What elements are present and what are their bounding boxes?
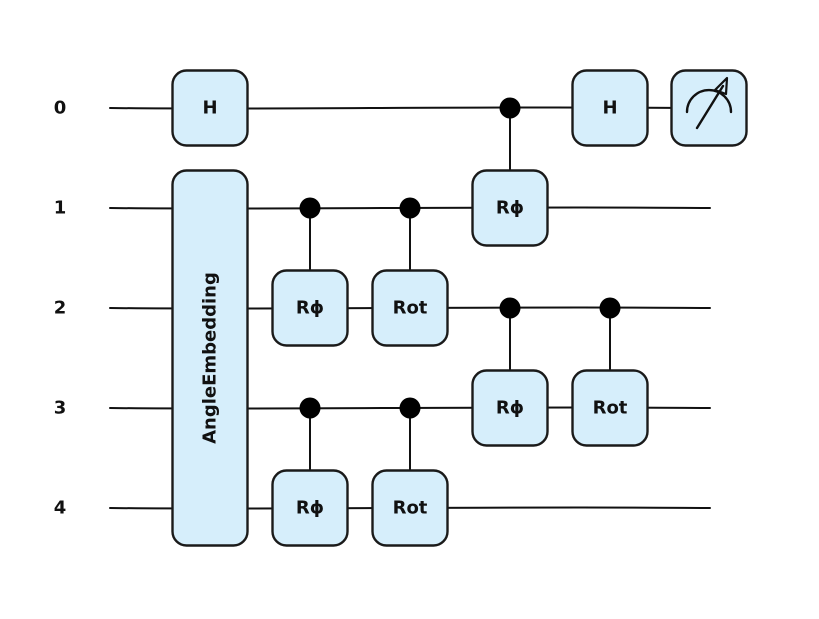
gate-label-2: Rϕ bbox=[296, 498, 324, 519]
gate-label-7: H bbox=[602, 98, 617, 119]
wire-label-3: 3 bbox=[54, 398, 67, 419]
measurement-meter-icon bbox=[670, 69, 748, 147]
meter-needle bbox=[695, 84, 725, 130]
gate-label-0: H bbox=[202, 98, 217, 119]
control-dot-6 bbox=[599, 297, 621, 319]
control-dot-2 bbox=[399, 197, 421, 219]
gate-4: Rot bbox=[371, 469, 449, 547]
angle-embedding-label: AngleEmbedding bbox=[200, 272, 221, 444]
gate-box-6 bbox=[471, 369, 549, 447]
gate-box-0 bbox=[171, 69, 249, 147]
wire-label-2: 2 bbox=[54, 298, 67, 319]
controls-layer bbox=[299, 97, 621, 471]
wire-label-4: 4 bbox=[54, 498, 67, 519]
gate-8: Rot bbox=[571, 369, 649, 447]
meter-arrowhead bbox=[713, 76, 729, 96]
gate-box-5 bbox=[471, 169, 549, 247]
gate-5: Rϕ bbox=[471, 169, 549, 247]
gate-box-8 bbox=[571, 369, 649, 447]
control-dot-4 bbox=[499, 97, 521, 119]
gate-label-6: Rϕ bbox=[496, 398, 524, 419]
control-dot-1 bbox=[299, 397, 321, 419]
gate-2: Rϕ bbox=[271, 469, 349, 547]
control-dot-5 bbox=[499, 297, 521, 319]
gate-box-2 bbox=[271, 469, 349, 547]
gate-7: H bbox=[571, 69, 649, 147]
gate-label-1: Rϕ bbox=[296, 298, 324, 319]
gate-box-4 bbox=[371, 469, 449, 547]
gate-box-1 bbox=[271, 269, 349, 347]
control-dot-0 bbox=[299, 197, 321, 219]
angle-embedding-box bbox=[171, 169, 249, 547]
gate-label-3: Rot bbox=[393, 298, 428, 319]
gate-6: Rϕ bbox=[471, 369, 549, 447]
gate-1: Rϕ bbox=[271, 269, 349, 347]
gate-box-3 bbox=[371, 269, 449, 347]
wire-labels: 0 1 2 3 4 bbox=[54, 98, 67, 519]
gate-label-5: Rϕ bbox=[496, 198, 524, 219]
control-dot-3 bbox=[399, 397, 421, 419]
gate-box-7 bbox=[571, 69, 649, 147]
gate-label-4: Rot bbox=[393, 498, 428, 519]
wire-label-0: 0 bbox=[54, 98, 67, 119]
angle-embedding-gate: AngleEmbedding bbox=[171, 169, 249, 547]
gate-0: H bbox=[171, 69, 249, 147]
meter-arc bbox=[685, 88, 733, 114]
wire-label-1: 1 bbox=[54, 198, 67, 219]
gate-3: Rot bbox=[371, 269, 449, 347]
gate-label-8: Rot bbox=[593, 398, 628, 419]
